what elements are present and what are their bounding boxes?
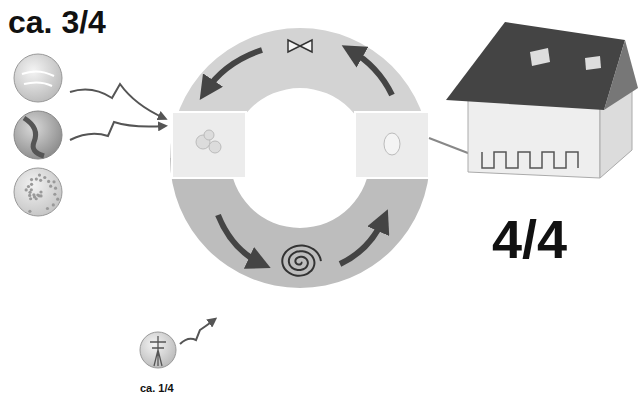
share-label: 4/4 — [492, 212, 567, 266]
heat-flow-arrow — [70, 122, 164, 140]
ground-layer — [24, 118, 44, 156]
gravel-dot — [52, 180, 55, 183]
house-roof — [446, 22, 625, 110]
condenser-box — [355, 112, 429, 178]
share-label: ca. 1/4 — [140, 383, 174, 394]
ground-source-icon — [14, 111, 62, 159]
gravel-dot — [47, 180, 50, 183]
gravel-dot — [43, 176, 46, 179]
gravel-dot — [30, 178, 33, 181]
house-roof-edge — [604, 40, 638, 110]
cycle-arrow — [205, 50, 262, 92]
gravel-dot — [54, 187, 57, 190]
gravel-dot — [28, 194, 31, 197]
gravel-texture — [25, 173, 60, 213]
gravel-dot — [53, 193, 56, 196]
gravel-dot — [38, 173, 41, 176]
label-box: 4/4 — [492, 212, 567, 266]
gravel-dot — [39, 179, 42, 182]
ring-upper — [170, 28, 430, 158]
gravel-dot — [36, 193, 39, 196]
heat-flow-arrow — [70, 84, 164, 118]
gravel-dot — [56, 198, 59, 201]
air-streak — [22, 71, 54, 86]
power-mast — [150, 336, 166, 366]
cycle-arrow — [350, 50, 392, 95]
roof-window — [530, 48, 550, 66]
electricity-icon — [140, 332, 176, 368]
gravel-dot — [30, 188, 33, 191]
roof-window — [585, 56, 601, 70]
label-box: ca. 1/4 — [140, 378, 174, 396]
cycle-arrow — [340, 218, 384, 264]
gravel-dot — [39, 190, 42, 193]
share-label: ca. 3/4 — [8, 6, 106, 38]
gravel-dot — [49, 185, 52, 188]
cycle-arrow — [218, 215, 262, 264]
gravel-dot — [25, 188, 28, 191]
water-source-icon — [14, 168, 62, 216]
energy-arrow — [180, 320, 214, 344]
label-box: ca. 3/4 — [8, 6, 106, 38]
evaporator-box — [172, 112, 246, 178]
gravel-dot — [35, 178, 38, 181]
floor-heating-coil — [482, 152, 578, 168]
gravel-dot — [30, 183, 33, 186]
gravel-dot — [28, 210, 31, 213]
expansion-valve-symbol — [288, 40, 312, 52]
compressor-spiral — [282, 246, 321, 276]
gravel-dot — [32, 193, 35, 196]
air-source-icon — [14, 54, 62, 102]
gravel-dot — [27, 185, 30, 188]
condenser-icon — [384, 133, 400, 155]
evaporator-icon — [196, 130, 221, 153]
gravel-dot — [52, 203, 55, 206]
gravel-dot — [29, 197, 32, 200]
gravel-dot — [46, 207, 49, 210]
